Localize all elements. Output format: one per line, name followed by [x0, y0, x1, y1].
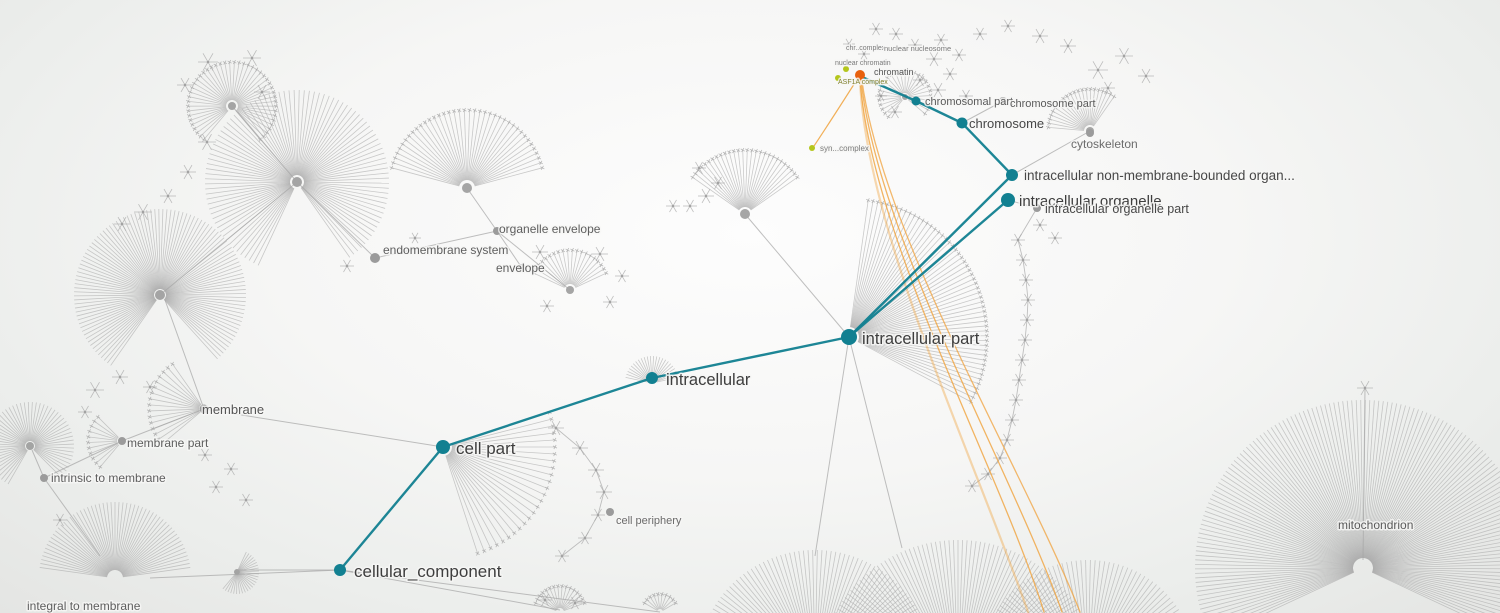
node-intracellular[interactable] [646, 372, 658, 384]
node-chromatin[interactable] [855, 70, 865, 80]
fan-cluster [1045, 86, 1117, 135]
node-intrinsic-to-membrane[interactable] [40, 474, 48, 482]
node-bursts [53, 19, 1373, 610]
node-label[interactable]: intracellular non-membrane-bounded organ… [1023, 167, 1297, 185]
orange-path-edges [813, 77, 1081, 613]
fan-cluster [0, 402, 74, 485]
node-label[interactable]: endomembrane system [382, 242, 510, 259]
node-label[interactable]: chromosomal part [924, 95, 1015, 110]
fan-cluster [1195, 400, 1500, 613]
node-label: nuclear nucleosome [884, 44, 951, 53]
fan-cluster [85, 414, 120, 470]
node-label[interactable]: integral to membrane [26, 598, 143, 613]
node-label[interactable]: envelope [495, 260, 547, 277]
node-label: ASF1A complex [838, 79, 888, 86]
node-cell-part[interactable] [436, 440, 450, 454]
node-label[interactable]: organelle envelope [498, 221, 603, 238]
node-label[interactable]: chromosome [968, 115, 1046, 133]
node-label[interactable]: membrane part [126, 435, 211, 452]
node-label[interactable]: cell periphery [615, 514, 684, 529]
node-chromosomal-part[interactable] [911, 96, 921, 106]
fan-cluster [74, 209, 246, 366]
node-label[interactable]: cytoskeleton [1070, 136, 1140, 153]
node-label: nuclear chromatin [835, 60, 891, 67]
fan-cluster [389, 107, 545, 193]
node-label[interactable]: intracellular part [861, 329, 982, 350]
node-membrane[interactable] [199, 404, 209, 414]
fan-cluster [445, 410, 558, 556]
fan-cluster [185, 59, 279, 142]
node-label[interactable]: mitochondrion [1337, 517, 1415, 534]
node-cytoskeleton[interactable] [1086, 129, 1094, 137]
fan-cluster [205, 90, 389, 266]
node-label[interactable]: intracellular [665, 370, 753, 391]
node-intracellular-organelle[interactable] [1001, 193, 1015, 207]
node-chromosome[interactable] [956, 117, 968, 129]
fan-cluster [642, 591, 678, 611]
node-label: chr..complex [846, 45, 886, 52]
node-nucleosome-green-2[interactable] [835, 75, 841, 81]
node-intracellular-organelle-part[interactable] [1033, 204, 1041, 212]
fan-cluster [690, 147, 800, 219]
fan-cluster [39, 502, 191, 578]
node-label: chromatin [874, 67, 914, 77]
node-nucleosome-green-1[interactable] [843, 66, 849, 72]
teal-path-edges [338, 75, 1014, 572]
node-label[interactable]: membrane [201, 401, 266, 419]
node-label[interactable]: cell part [455, 438, 518, 460]
node-envelope[interactable] [518, 264, 526, 272]
node-label: syn...complex [820, 144, 869, 153]
node-cell-periphery[interactable] [606, 508, 614, 516]
fan-cluster [146, 361, 202, 447]
node-label[interactable]: chromosome part [1009, 97, 1098, 112]
node-label[interactable]: intracellular organelle part [1044, 201, 1191, 218]
node-intracellular-non-membrane-bounded-organelle[interactable] [1006, 169, 1018, 181]
node-organelle-envelope[interactable] [493, 227, 501, 235]
node-syn-complex[interactable] [809, 145, 815, 151]
fan-cluster [531, 247, 609, 294]
fan-cluster [222, 551, 259, 595]
graph-labels: cellular_component cell part intracellular… [26, 43, 1415, 613]
node-chromosome-part[interactable] [999, 97, 1007, 105]
node-endomembrane-system[interactable] [370, 253, 380, 263]
graph-nodes [40, 66, 1094, 576]
burst-chains [555, 207, 1038, 557]
fan-clusters [0, 59, 1500, 613]
fan-cluster [835, 540, 1081, 613]
node-label[interactable]: intracellular organelle [1018, 192, 1164, 212]
node-intracellular-part[interactable] [841, 329, 857, 345]
gray-edges [31, 100, 1366, 613]
node-label[interactable]: intrinsic to membrane [50, 470, 168, 487]
node-cellular-component[interactable] [334, 564, 346, 576]
node-membrane-part[interactable] [118, 437, 126, 445]
node-label[interactable]: cellular_component [353, 561, 504, 583]
